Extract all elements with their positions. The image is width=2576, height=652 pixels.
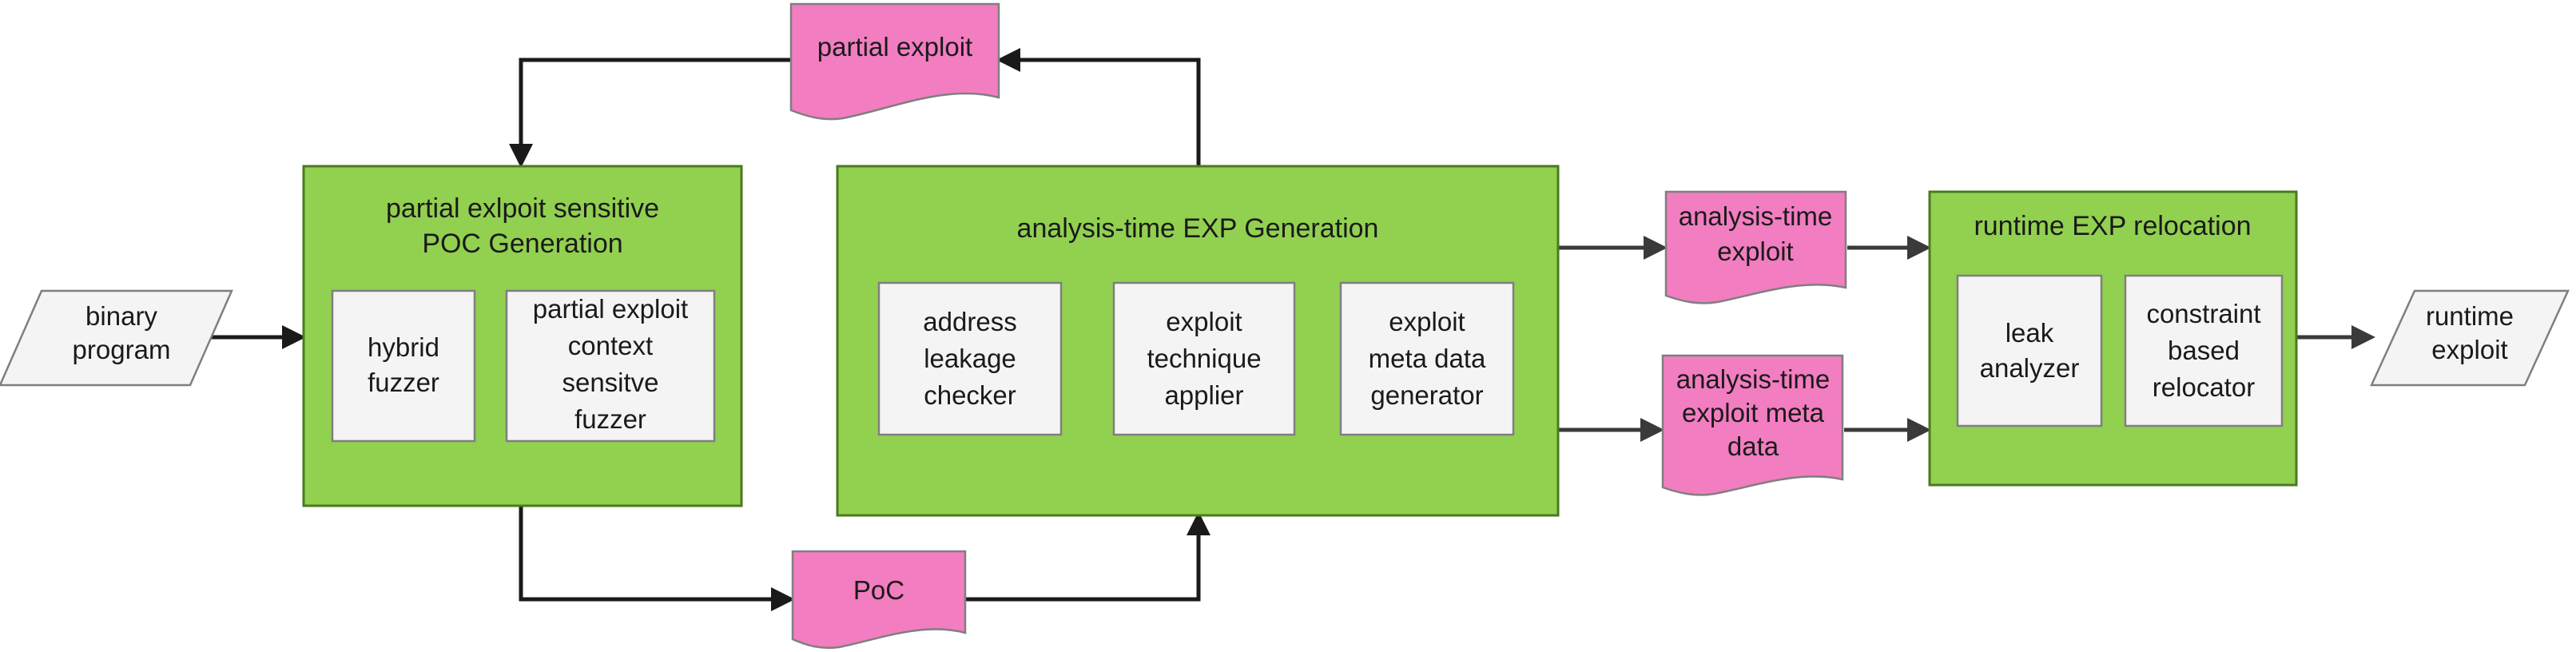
partial-exploit-document: partial exploit [789, 2, 1000, 121]
arrow-poc-to-exp-gen [965, 511, 1210, 602]
svg-text:partial exploit: partial exploit [817, 32, 972, 62]
arrow-exp-gen-to-partial-exploit [996, 48, 1201, 166]
poc-document: PoC [791, 550, 967, 650]
connectors [209, 48, 2375, 611]
arrow-partial-exploit-to-poc-gen [509, 58, 791, 168]
arrow-poc-gen-to-poc [519, 506, 795, 611]
svg-text:analysis-time EXP Generation: analysis-time EXP Generation [1017, 213, 1379, 244]
svg-text:runtime EXP relocation: runtime EXP relocation [1974, 211, 2251, 241]
svg-text:PoC: PoC [853, 575, 904, 605]
